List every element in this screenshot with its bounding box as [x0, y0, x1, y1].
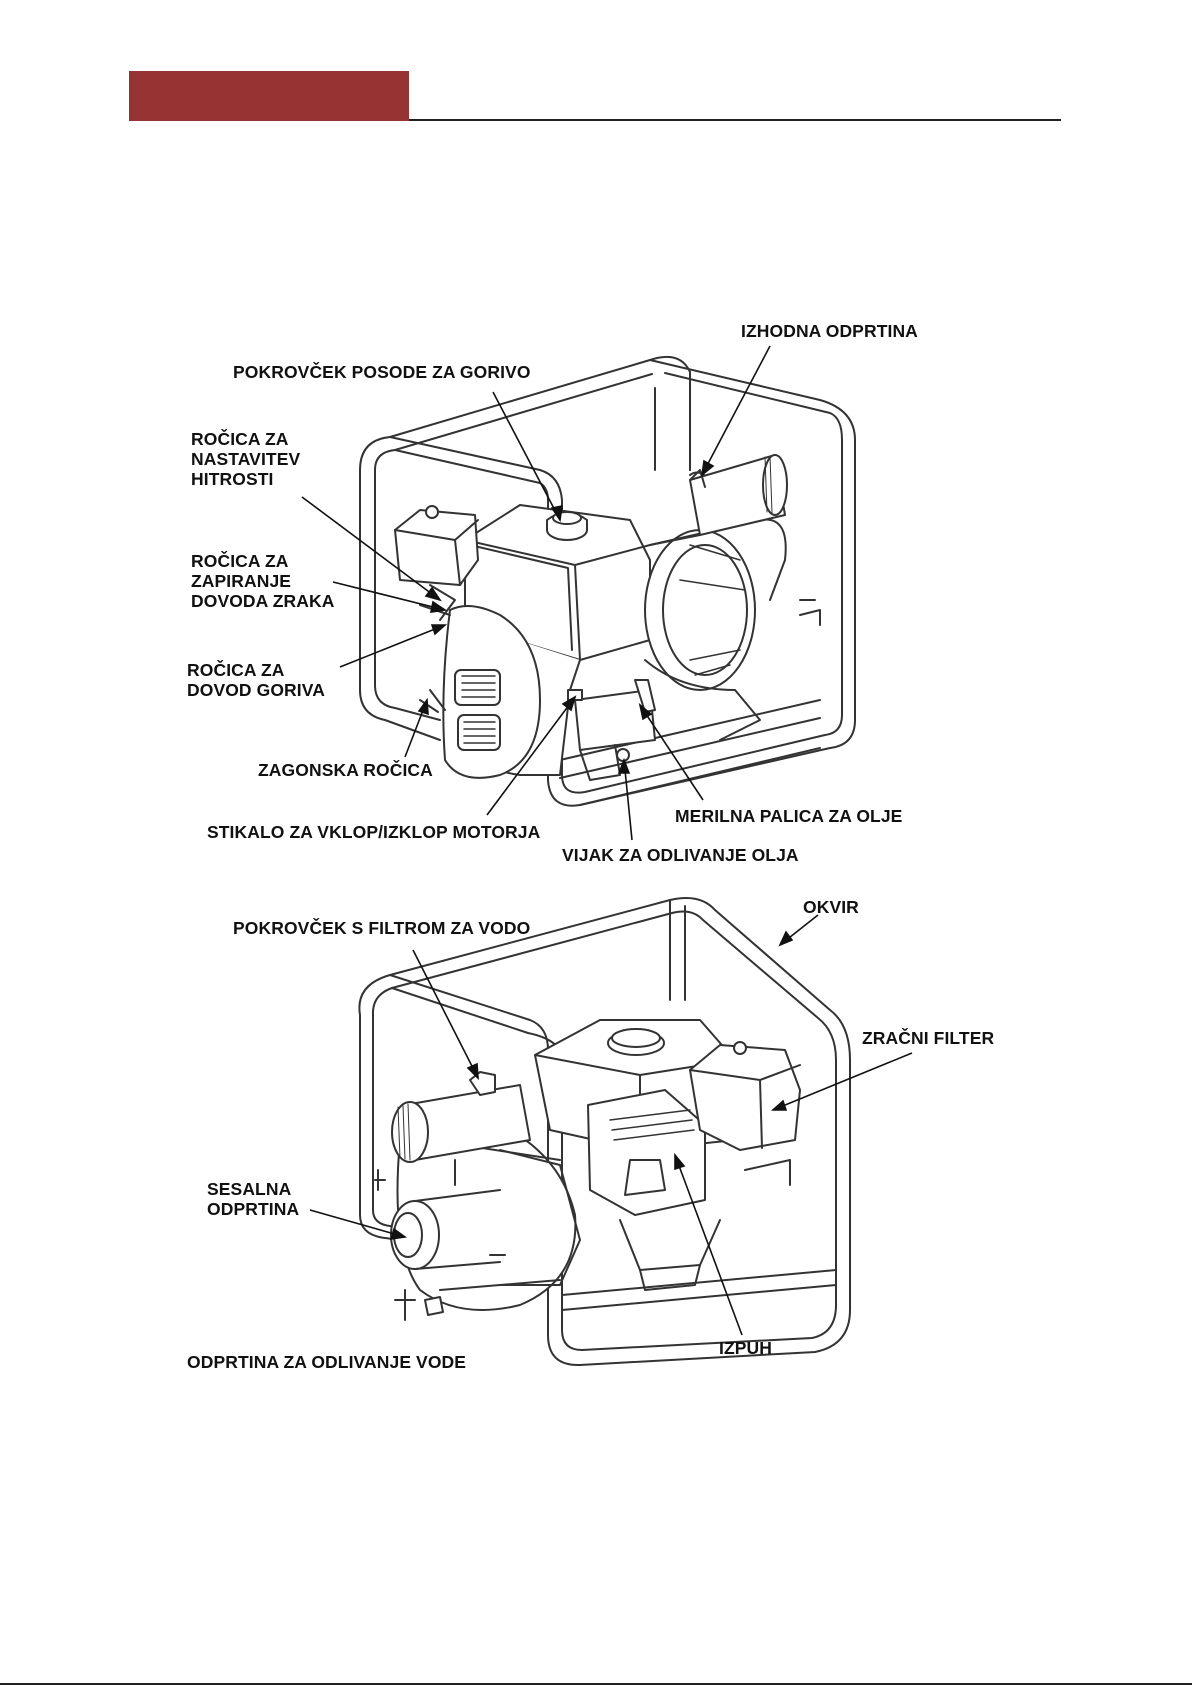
footer-rule — [0, 1683, 1192, 1685]
label-choke-lever: ROČICA ZA ZAPIRANJE DOVODA ZRAKA — [191, 551, 335, 611]
label-exhaust: IZPUH — [719, 1338, 772, 1358]
label-throttle-lever: ROČICA ZA NASTAVITEV HITROSTI — [191, 429, 301, 489]
label-outlet: IZHODNA ODPRTINA — [741, 321, 918, 341]
label-frame: OKVIR — [803, 897, 859, 917]
header-accent-bar — [129, 71, 409, 121]
label-fuel-valve: ROČICA ZA DOVOD GORIVA — [187, 660, 325, 700]
label-oil-drain: VIJAK ZA ODLIVANJE OLJA — [562, 845, 799, 865]
label-inlet: SESALNA ODPRTINA — [207, 1179, 300, 1219]
label-oil-dipstick: MERILNA PALICA ZA OLJE — [675, 806, 903, 826]
label-priming-cap: POKROVČEK S FILTROM ZA VODO — [233, 918, 531, 938]
label-air-filter: ZRAČNI FILTER — [862, 1028, 995, 1048]
label-water-drain: ODPRTINA ZA ODLIVANJE VODE — [187, 1352, 467, 1372]
label-fuel-cap: POKROVČEK POSODE ZA GORIVO — [233, 362, 531, 382]
header-rule — [409, 119, 1061, 121]
label-recoil-starter: ZAGONSKA ROČICA — [258, 760, 433, 780]
label-engine-switch: STIKALO ZA VKLOP/IZKLOP MOTORJA — [207, 822, 541, 842]
